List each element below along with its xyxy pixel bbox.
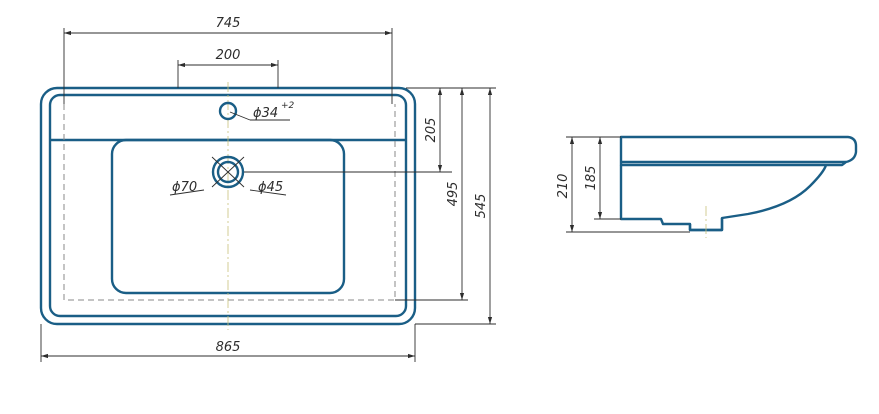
drain-cross-b [211, 156, 245, 188]
dim-200-label: 200 [216, 48, 241, 63]
dim-865-label: 865 [216, 340, 241, 355]
drain-outer-label: ϕ70 [172, 180, 197, 195]
drain-inner-label: ϕ45 [258, 180, 283, 195]
dim-205-label: 205 [424, 118, 439, 143]
dim-545-label: 545 [474, 194, 489, 219]
tap-hole-tolerance: +2 [281, 101, 295, 111]
side-view: 210 185 [556, 135, 858, 238]
side-body-outline [619, 164, 828, 232]
top-view: 745 200 ϕ34 +2 ϕ70 ϕ45 205 495 545 865 [39, 16, 496, 362]
drain-outer-leader [169, 189, 205, 196]
dim-185-label: 185 [584, 166, 599, 191]
hidden-contour [63, 104, 396, 301]
tap-hole [218, 101, 238, 121]
tap-hole-label: ϕ34 [253, 106, 278, 121]
drain-inner [216, 160, 240, 184]
tap-hole-leader [229, 111, 251, 121]
dim-745-label: 745 [216, 16, 241, 31]
dim-495-label: 495 [446, 182, 461, 207]
dim-210-label: 210 [556, 174, 571, 199]
side-rim-outline [619, 135, 858, 167]
drain-outer [211, 155, 245, 189]
drain-inner-leader [249, 189, 287, 196]
